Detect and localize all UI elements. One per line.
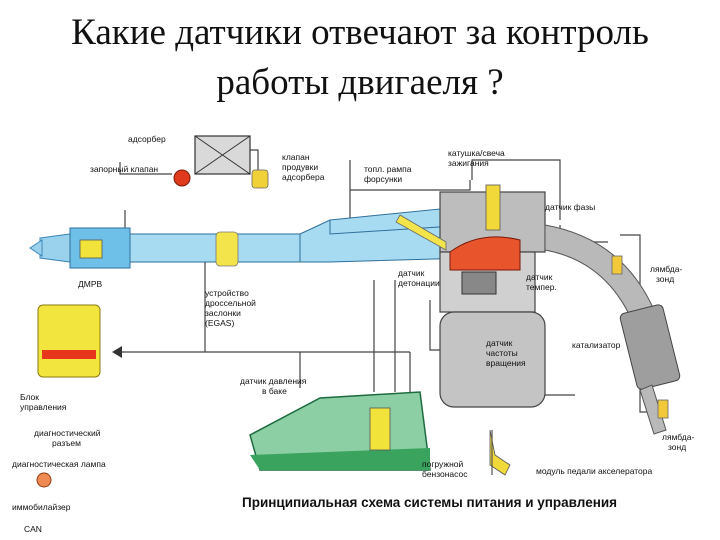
label-pedal: модуль педали акселератора [536,466,653,476]
label-lambda1-2: зонд [656,274,674,284]
label-diag-connector-2: разъем [52,438,81,448]
accelerator-pedal [489,429,511,476]
label-lambda1-1: лямбда- [650,264,682,274]
exhaust-system [544,224,681,435]
label-temp-1: датчик [526,272,553,282]
label-throttle-2: дроссельной [205,298,256,308]
purge-valve [251,169,269,189]
ecu [37,304,101,378]
label-pump-2: бензонасос [422,469,468,479]
label-diag-lamp: диагностическая лампа [12,459,106,469]
label-injector-1: топл. рампа [364,164,412,174]
label-coil-2: зажигания [448,158,489,168]
shutoff-valve [173,169,191,187]
label-knock-1: датчик [398,268,425,278]
slide-title-line-2: работы двигаеля ? [216,62,504,103]
label-tank-sensor-2: в баке [262,386,287,396]
arrow-icon [112,346,122,358]
diagram-caption: Принципиальная схема системы питания и у… [242,495,617,510]
slide-title-line-1: Какие датчики отвечают за контроль [71,12,649,53]
fuel-injector [395,214,447,251]
label-tank-sensor-1: датчик давления [240,376,307,386]
label-shutoff-valve: запорный клапан [90,164,158,174]
label-speed-2: частоты [486,348,518,358]
label-throttle-1: устройство [205,288,249,298]
label-speed-3: вращения [486,358,526,368]
diagram-labels: адсорбер запорный клапан клапан продувки… [12,134,694,534]
label-knock-2: детонации [398,278,440,288]
label-injector-2: форсунки [364,174,402,184]
label-ecu-2: управления [20,402,67,412]
label-catalyst: катализатор [572,340,621,350]
label-phase-sensor: датчик фазы [545,202,595,212]
throttle-body [215,231,239,267]
engine-block [439,184,546,408]
label-purge-valve-1: клапан [282,152,310,162]
label-throttle-4: (EGAS) [205,318,234,328]
diagnostic-lamp [36,472,52,488]
label-lambda2-2: зонд [668,442,686,452]
label-maf: ДМРВ [78,279,103,289]
label-throttle-3: заслонки [205,308,241,318]
label-ecu-1: Блок [20,392,39,402]
label-lambda2-1: лямбда- [662,432,694,442]
label-immobilizer: иммобилайзер [12,502,71,512]
lambda-sensor-2 [657,399,669,419]
label-temp-2: темпер. [526,282,557,292]
label-diag-connector-1: диагностический [34,428,101,438]
label-purge-valve-3: адсорбера [282,172,325,182]
fuel-tank [249,391,431,471]
label-purge-valve-2: продувки [282,162,318,172]
fuel-control-diagram: адсорбер запорный клапан клапан продувки… [12,134,694,534]
label-adsorber: адсорбер [128,134,166,144]
label-speed-1: датчик [486,338,513,348]
slide-title: Какие датчики отвечают за контроль работ… [0,8,720,108]
adsorber-canister [194,135,251,175]
label-pump-1: погружной [422,459,464,469]
label-can: CAN [24,524,42,534]
label-coil-1: катушка/свеча [448,148,505,158]
intake-tract [29,205,471,269]
lambda-sensor-1 [611,255,623,275]
